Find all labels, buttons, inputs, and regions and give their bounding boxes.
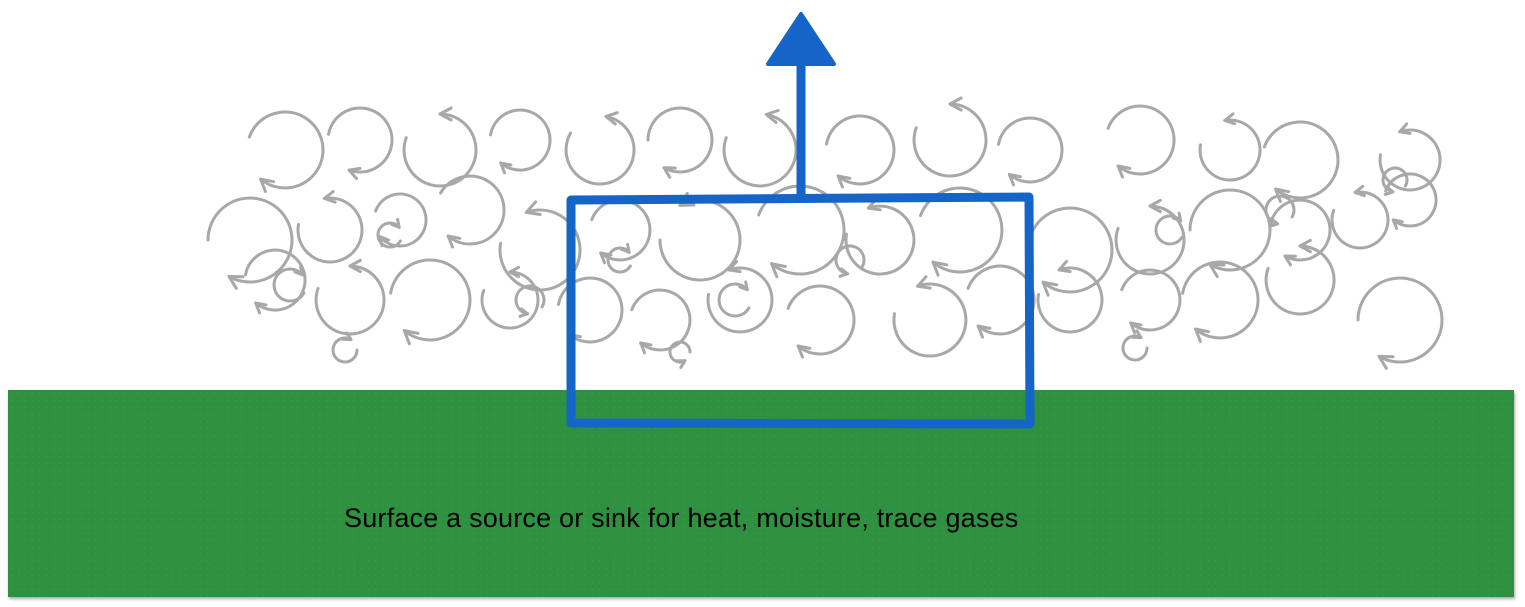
swirl-icon (786, 284, 856, 356)
swirl-arrowhead-icon (293, 265, 304, 277)
swirl-icon (557, 276, 624, 344)
swirl-arrowhead-icon (916, 275, 932, 290)
surface-ground (8, 390, 1514, 597)
swirl-arrowhead-icon (1223, 112, 1237, 126)
swirl-arrowhead-icon (254, 301, 268, 315)
surface-label: Surface a source or sink for heat, moist… (344, 503, 1019, 533)
swirl-arrowhead-icon (1007, 173, 1022, 187)
swirl-arrowhead-icon (1377, 354, 1395, 370)
swirl-icon (757, 184, 846, 276)
swirl-icon (331, 336, 359, 364)
swirl-icon (402, 112, 478, 188)
swirl-icon (389, 258, 472, 342)
swirl-icon (844, 204, 916, 276)
swirl-icon (1027, 206, 1114, 294)
swirl-icon (966, 264, 1036, 336)
swirl-icon (892, 282, 968, 358)
swirl-icon (1106, 104, 1176, 176)
swirl-arrowhead-icon (1057, 260, 1072, 274)
swirl-arrowhead-icon (675, 359, 687, 369)
swirl-icon (489, 108, 552, 172)
swirl-icon (1330, 190, 1390, 250)
swirl-icon (825, 114, 896, 186)
swirl-icon (919, 186, 1004, 274)
swirl-arrowhead-icon (1398, 122, 1412, 135)
swirl-arrowhead-icon (508, 265, 521, 279)
swirl-icon (1188, 188, 1272, 272)
swirl-icon (1356, 276, 1444, 364)
swirl-arrowhead-icon (438, 106, 453, 122)
swirl-arrowhead-icon (1116, 164, 1132, 179)
swirl-icon (1378, 128, 1442, 192)
swirl-icon (327, 106, 394, 174)
swirl-icon (590, 198, 652, 262)
swirl-icon (244, 248, 307, 312)
swirl-arrowhead-icon (1298, 238, 1312, 254)
swirl-arrowhead-icon (348, 258, 362, 274)
swirl-arrowhead-icon (341, 331, 353, 342)
swirl-icon (296, 196, 364, 264)
swirl-arrowhead-icon (866, 197, 882, 212)
swirl-arrowhead-icon (446, 234, 462, 249)
swirl-arrowhead-icon (1041, 280, 1059, 297)
swirl-arrowhead-icon (1268, 217, 1280, 228)
swirl-icon (1181, 260, 1260, 340)
swirl-icon (272, 267, 306, 303)
swirl-arrowhead-icon (1194, 327, 1211, 343)
swirl-icon (1269, 198, 1332, 262)
swirl-arrowhead-icon (524, 200, 542, 216)
swirl-icon (514, 284, 546, 316)
swirl-arrowhead-icon (518, 307, 530, 318)
swirl-arrowhead-icon (948, 96, 963, 112)
swirl-arrowhead-icon (322, 190, 337, 204)
swirl-icon (1036, 266, 1104, 334)
swirl-icon (1262, 120, 1340, 200)
swirl-icon (658, 198, 742, 282)
swirl-arrowhead-icon (836, 174, 852, 189)
swirl-icon (498, 208, 582, 292)
swirl-arrowhead-icon (390, 217, 401, 229)
swirl-icon (646, 106, 714, 174)
swirl-arrowhead-icon (604, 111, 619, 126)
swirl-arrowhead-icon (1383, 185, 1395, 196)
swirl-arrowhead-icon (227, 274, 245, 290)
swirl-arrowhead-icon (347, 166, 362, 180)
swirl-arrowhead-icon (1129, 321, 1143, 335)
swirl-arrowhead-icon (662, 166, 677, 179)
swirl-arrowhead-icon (259, 177, 276, 193)
swirl-arrowhead-icon (1148, 198, 1162, 214)
swirl-icon (1384, 172, 1438, 228)
swirl-icon (912, 102, 988, 178)
swirl-icon (1264, 194, 1296, 226)
swirl-icon (1154, 214, 1184, 246)
swirl-icon (564, 115, 636, 186)
swirl-arrowhead-icon (1283, 254, 1297, 267)
swirl-arrowhead-icon (764, 109, 780, 124)
swirl-icon (1198, 118, 1262, 182)
swirl-arrowhead-icon (1391, 218, 1404, 230)
swirl-icon (206, 196, 294, 284)
swirl-icon (1264, 244, 1336, 316)
swirl-icon (997, 116, 1064, 184)
swirl-arrowhead-icon (499, 161, 513, 175)
swirl-icon (439, 174, 506, 246)
swirl-icon (314, 264, 386, 336)
swirl-icon (1120, 268, 1182, 332)
swirl-arrowhead-icon (1131, 329, 1143, 340)
swirl-icon (1121, 334, 1149, 362)
swirl-icon (668, 340, 692, 364)
swirl-icon (247, 110, 325, 190)
swirl-icon (722, 113, 798, 188)
swirl-arrowhead-icon (402, 329, 420, 346)
swirl-icon (480, 270, 540, 330)
swirl-arrowhead-icon (1353, 184, 1366, 198)
swirl-arrowhead-icon (1171, 211, 1183, 223)
